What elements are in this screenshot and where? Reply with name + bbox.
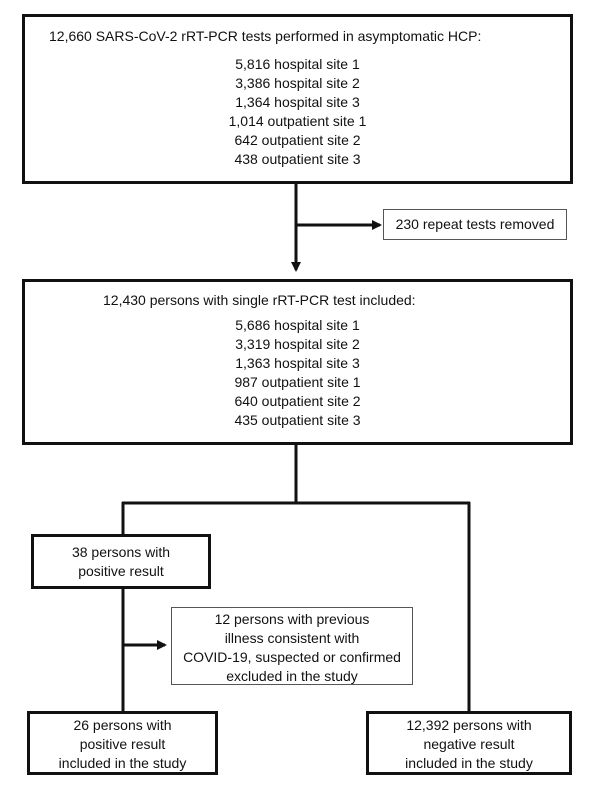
site-item: 1,363 hospital site 3 xyxy=(235,355,360,371)
positive-included-line: 26 persons with xyxy=(73,717,172,733)
site-item: 640 outpatient site 2 xyxy=(234,393,361,409)
single-test-included-box: 12,430 persons with single rRT-PCR test … xyxy=(22,279,573,445)
excluded-line: 12 persons with previous xyxy=(214,611,370,627)
positive-result-line: 38 persons with xyxy=(71,544,171,560)
tests-performed-box: 12,660 SARS-CoV-2 rRT-PCR tests performe… xyxy=(22,14,573,184)
repeat-tests-removed-text: 230 repeat tests removed xyxy=(395,216,555,232)
excluded-line: excluded in the study xyxy=(226,668,358,684)
site-item: 438 outpatient site 3 xyxy=(234,151,361,167)
site-item: 987 outpatient site 1 xyxy=(234,374,361,390)
repeat-tests-removed-box: 230 repeat tests removed xyxy=(383,209,567,240)
single-test-included-title: 12,430 persons with single rRT-PCR test … xyxy=(103,292,416,308)
site-item: 5,686 hospital site 1 xyxy=(235,317,360,333)
positive-included-line: positive result xyxy=(79,736,166,752)
positive-result-line: positive result xyxy=(78,563,164,579)
site-item: 435 outpatient site 3 xyxy=(234,412,361,428)
positive-included-box: 26 persons with positive result included… xyxy=(27,711,218,775)
negative-included-box: 12,392 persons with negative result incl… xyxy=(366,711,572,775)
site-item: 5,816 hospital site 1 xyxy=(235,56,360,72)
tests-performed-sites: 5,816 hospital site 1 3,386 hospital sit… xyxy=(25,55,570,169)
excluded-line: COVID-19, suspected or confirmed xyxy=(183,649,401,665)
negative-included-line: 12,392 persons with xyxy=(406,717,532,733)
excluded-line: illness consistent with xyxy=(224,630,360,646)
site-item: 1,014 outpatient site 1 xyxy=(228,113,367,129)
positive-result-box: 38 persons with positive result xyxy=(31,534,211,589)
site-item: 3,319 hospital site 2 xyxy=(235,336,360,352)
negative-included-line: negative result xyxy=(423,736,515,752)
site-item: 3,386 hospital site 2 xyxy=(235,75,360,91)
positive-included-line: included in the study xyxy=(58,755,187,771)
tests-performed-title: 12,660 SARS-CoV-2 rRT-PCR tests performe… xyxy=(49,28,482,44)
site-item: 642 outpatient site 2 xyxy=(234,132,361,148)
negative-included-line: included in the study xyxy=(405,755,533,771)
excluded-box: 12 persons with previous illness consist… xyxy=(171,607,413,685)
site-item: 1,364 hospital site 3 xyxy=(235,94,360,110)
single-test-included-sites: 5,686 hospital site 1 3,319 hospital sit… xyxy=(25,316,570,430)
